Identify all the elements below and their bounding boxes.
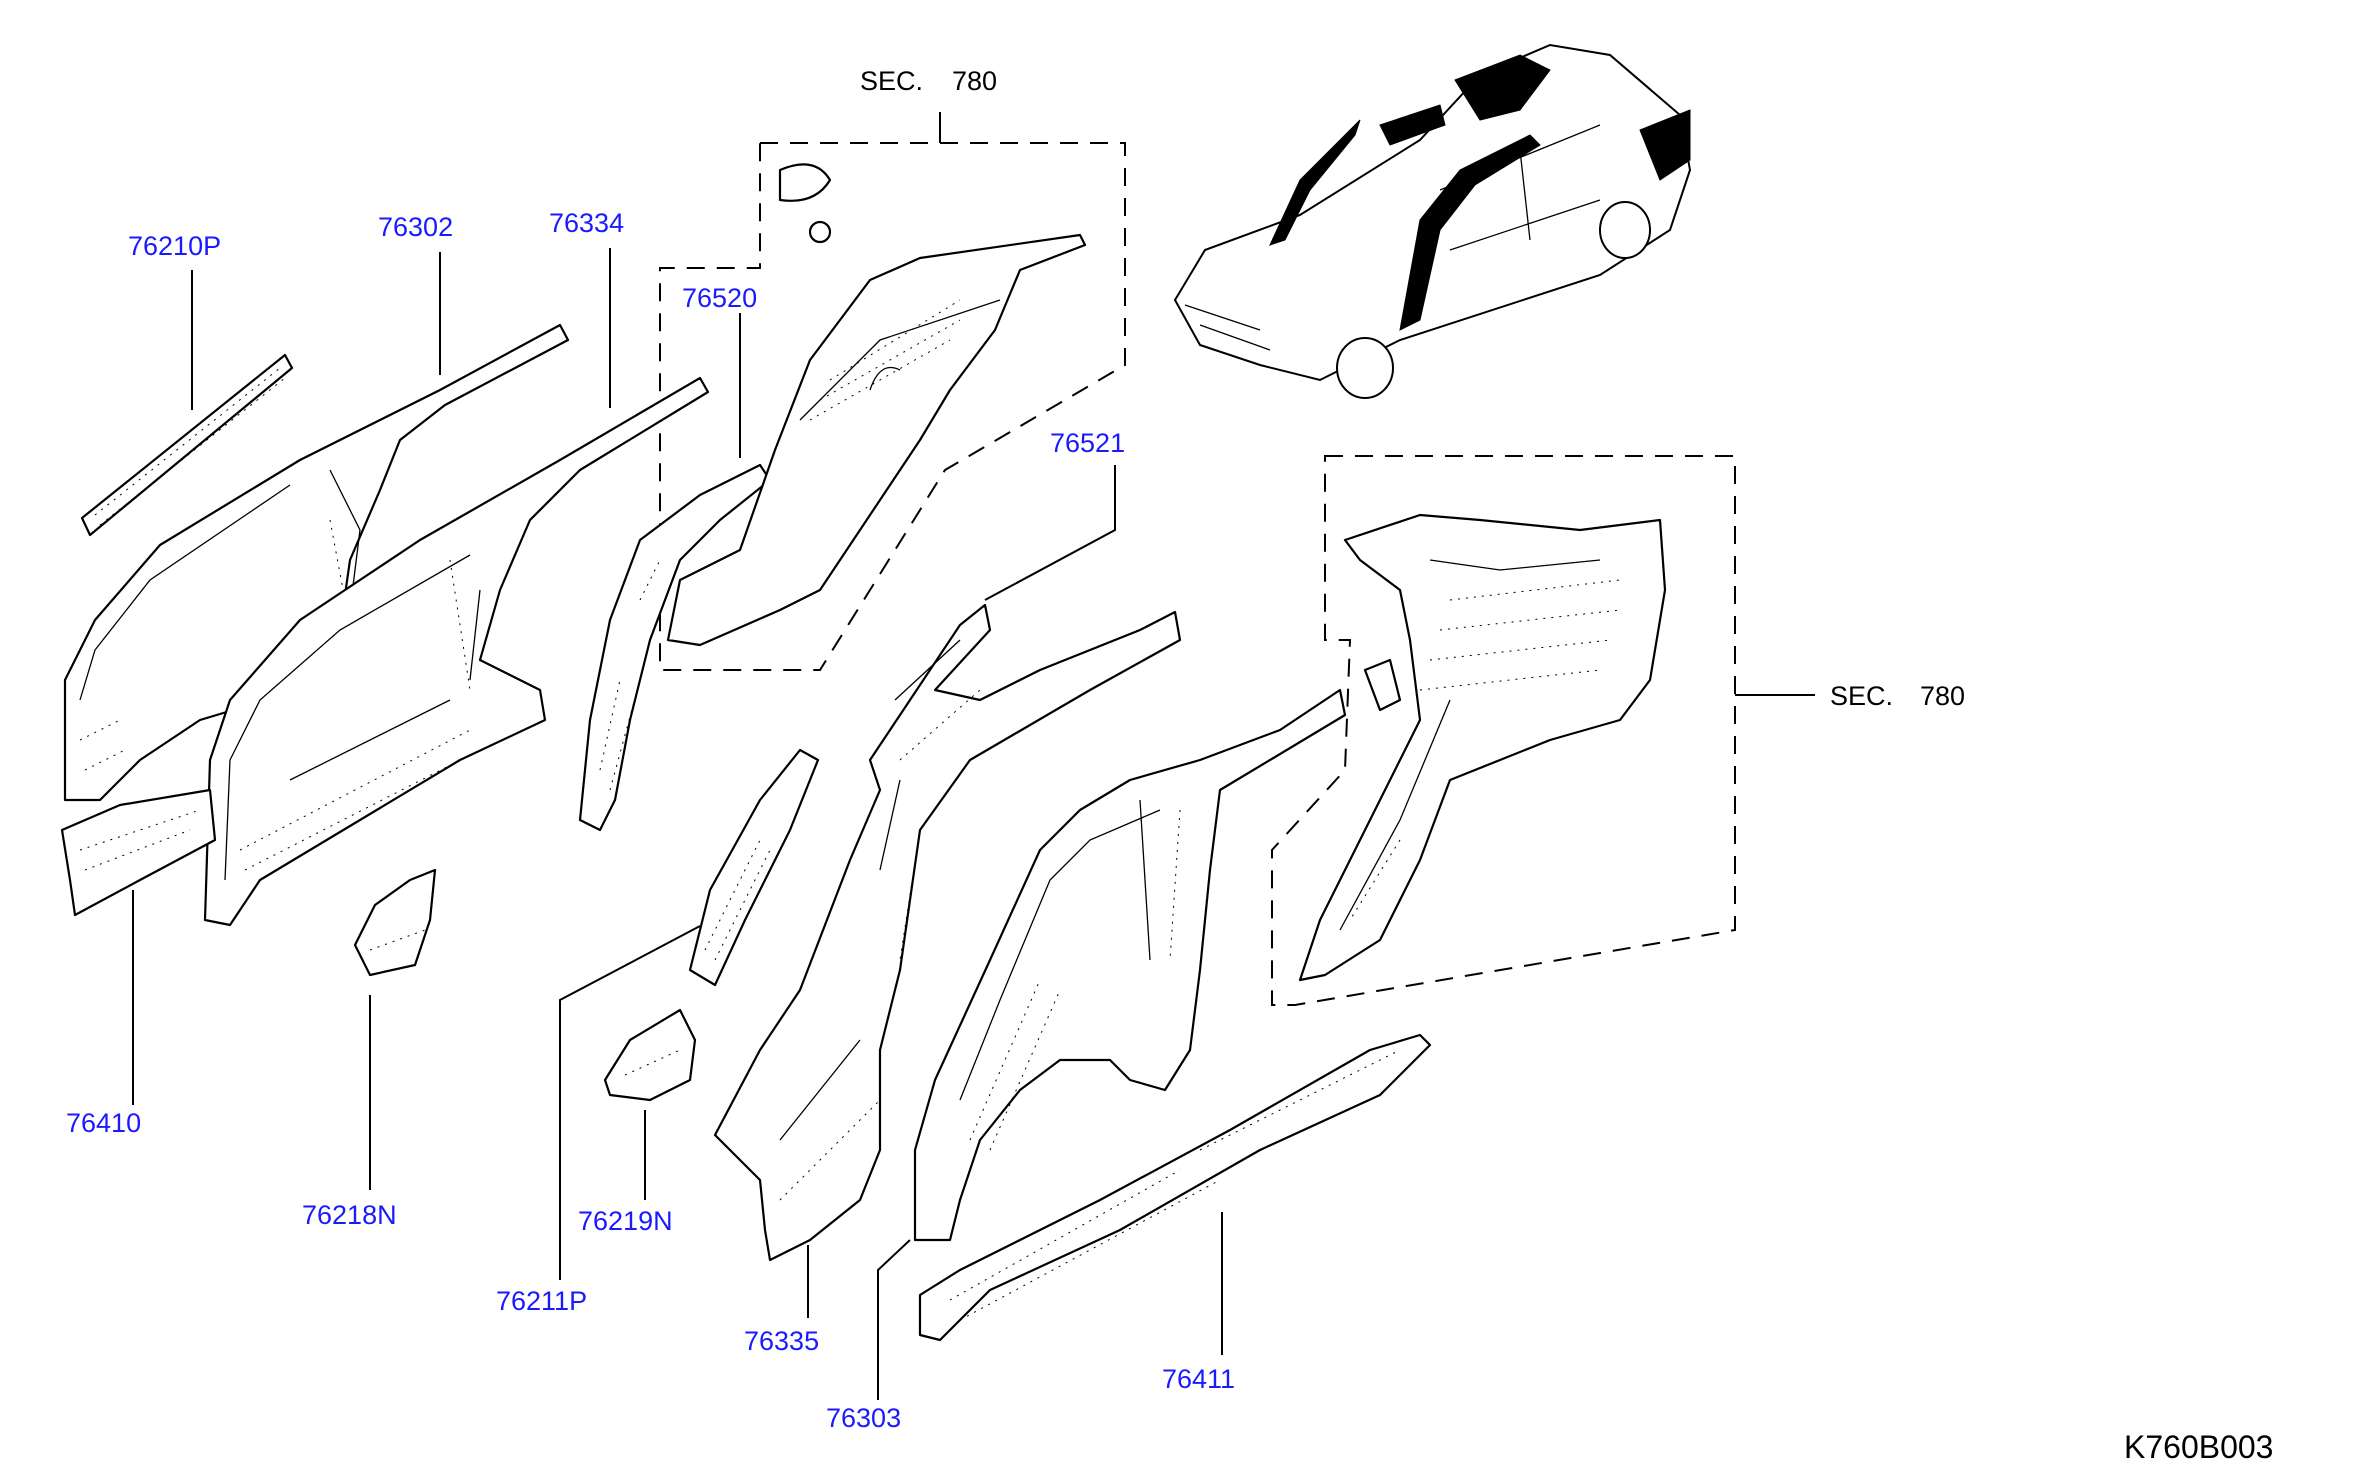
sec-number[interactable]: 780 xyxy=(952,66,997,96)
part-76303-shape xyxy=(913,688,1347,1242)
section-ref-top[interactable]: SEC. 780 xyxy=(860,66,997,96)
part-label-76410[interactable]: 76410 xyxy=(66,1108,141,1138)
rear-quarter-outer-shape xyxy=(1298,513,1667,982)
sec-prefix: SEC. xyxy=(1830,681,1893,711)
part-label-76219N[interactable]: 76219N xyxy=(578,1206,673,1236)
part-label-76411[interactable]: 76411 xyxy=(1162,1364,1235,1394)
part-label-76335[interactable]: 76335 xyxy=(744,1326,819,1356)
sec-number[interactable]: 780 xyxy=(1920,681,1965,711)
section-box-right-rear xyxy=(1271,455,1736,1006)
part-number-labels: 76210P 76302 76334 76520 76521 76410 762… xyxy=(66,208,1235,1433)
part-76219N-shape xyxy=(603,1008,697,1102)
part-76411-shape xyxy=(918,1033,1432,1342)
part-label-76303[interactable]: 76303 xyxy=(826,1403,901,1433)
leader-76211P xyxy=(559,925,701,1280)
part-76410-shape xyxy=(60,788,217,917)
part-label-76520[interactable]: 76520 xyxy=(682,283,757,313)
section-box-upper-rear xyxy=(659,142,1126,671)
section-ref-right[interactable]: SEC. 780 xyxy=(1830,681,1965,711)
part-label-76211P[interactable]: 76211P xyxy=(496,1286,587,1316)
part-label-76302[interactable]: 76302 xyxy=(378,212,453,242)
part-label-76210P[interactable]: 76210P xyxy=(128,231,221,261)
part-76520-shape xyxy=(578,463,772,832)
diagram-code: K760B003 xyxy=(2124,1429,2273,1465)
part-label-76334[interactable]: 76334 xyxy=(549,208,624,238)
part-76218N-shape xyxy=(353,868,437,977)
sec-prefix: SEC. xyxy=(860,66,923,96)
part-label-76218N[interactable]: 76218N xyxy=(302,1200,397,1230)
part-76334-shape xyxy=(203,376,710,927)
rear-quarter-inner-shape xyxy=(666,163,1087,647)
part-76210P-shape xyxy=(80,353,294,537)
part-76211P-shape xyxy=(688,748,820,987)
part-label-76521[interactable]: 76521 xyxy=(1050,428,1125,458)
leader-lines xyxy=(132,112,1815,1400)
leader-76303 xyxy=(877,1239,911,1400)
leader-76521 xyxy=(984,465,1116,601)
car-overview-illustration xyxy=(1173,43,1692,399)
part-76335-shape xyxy=(713,603,1182,1262)
